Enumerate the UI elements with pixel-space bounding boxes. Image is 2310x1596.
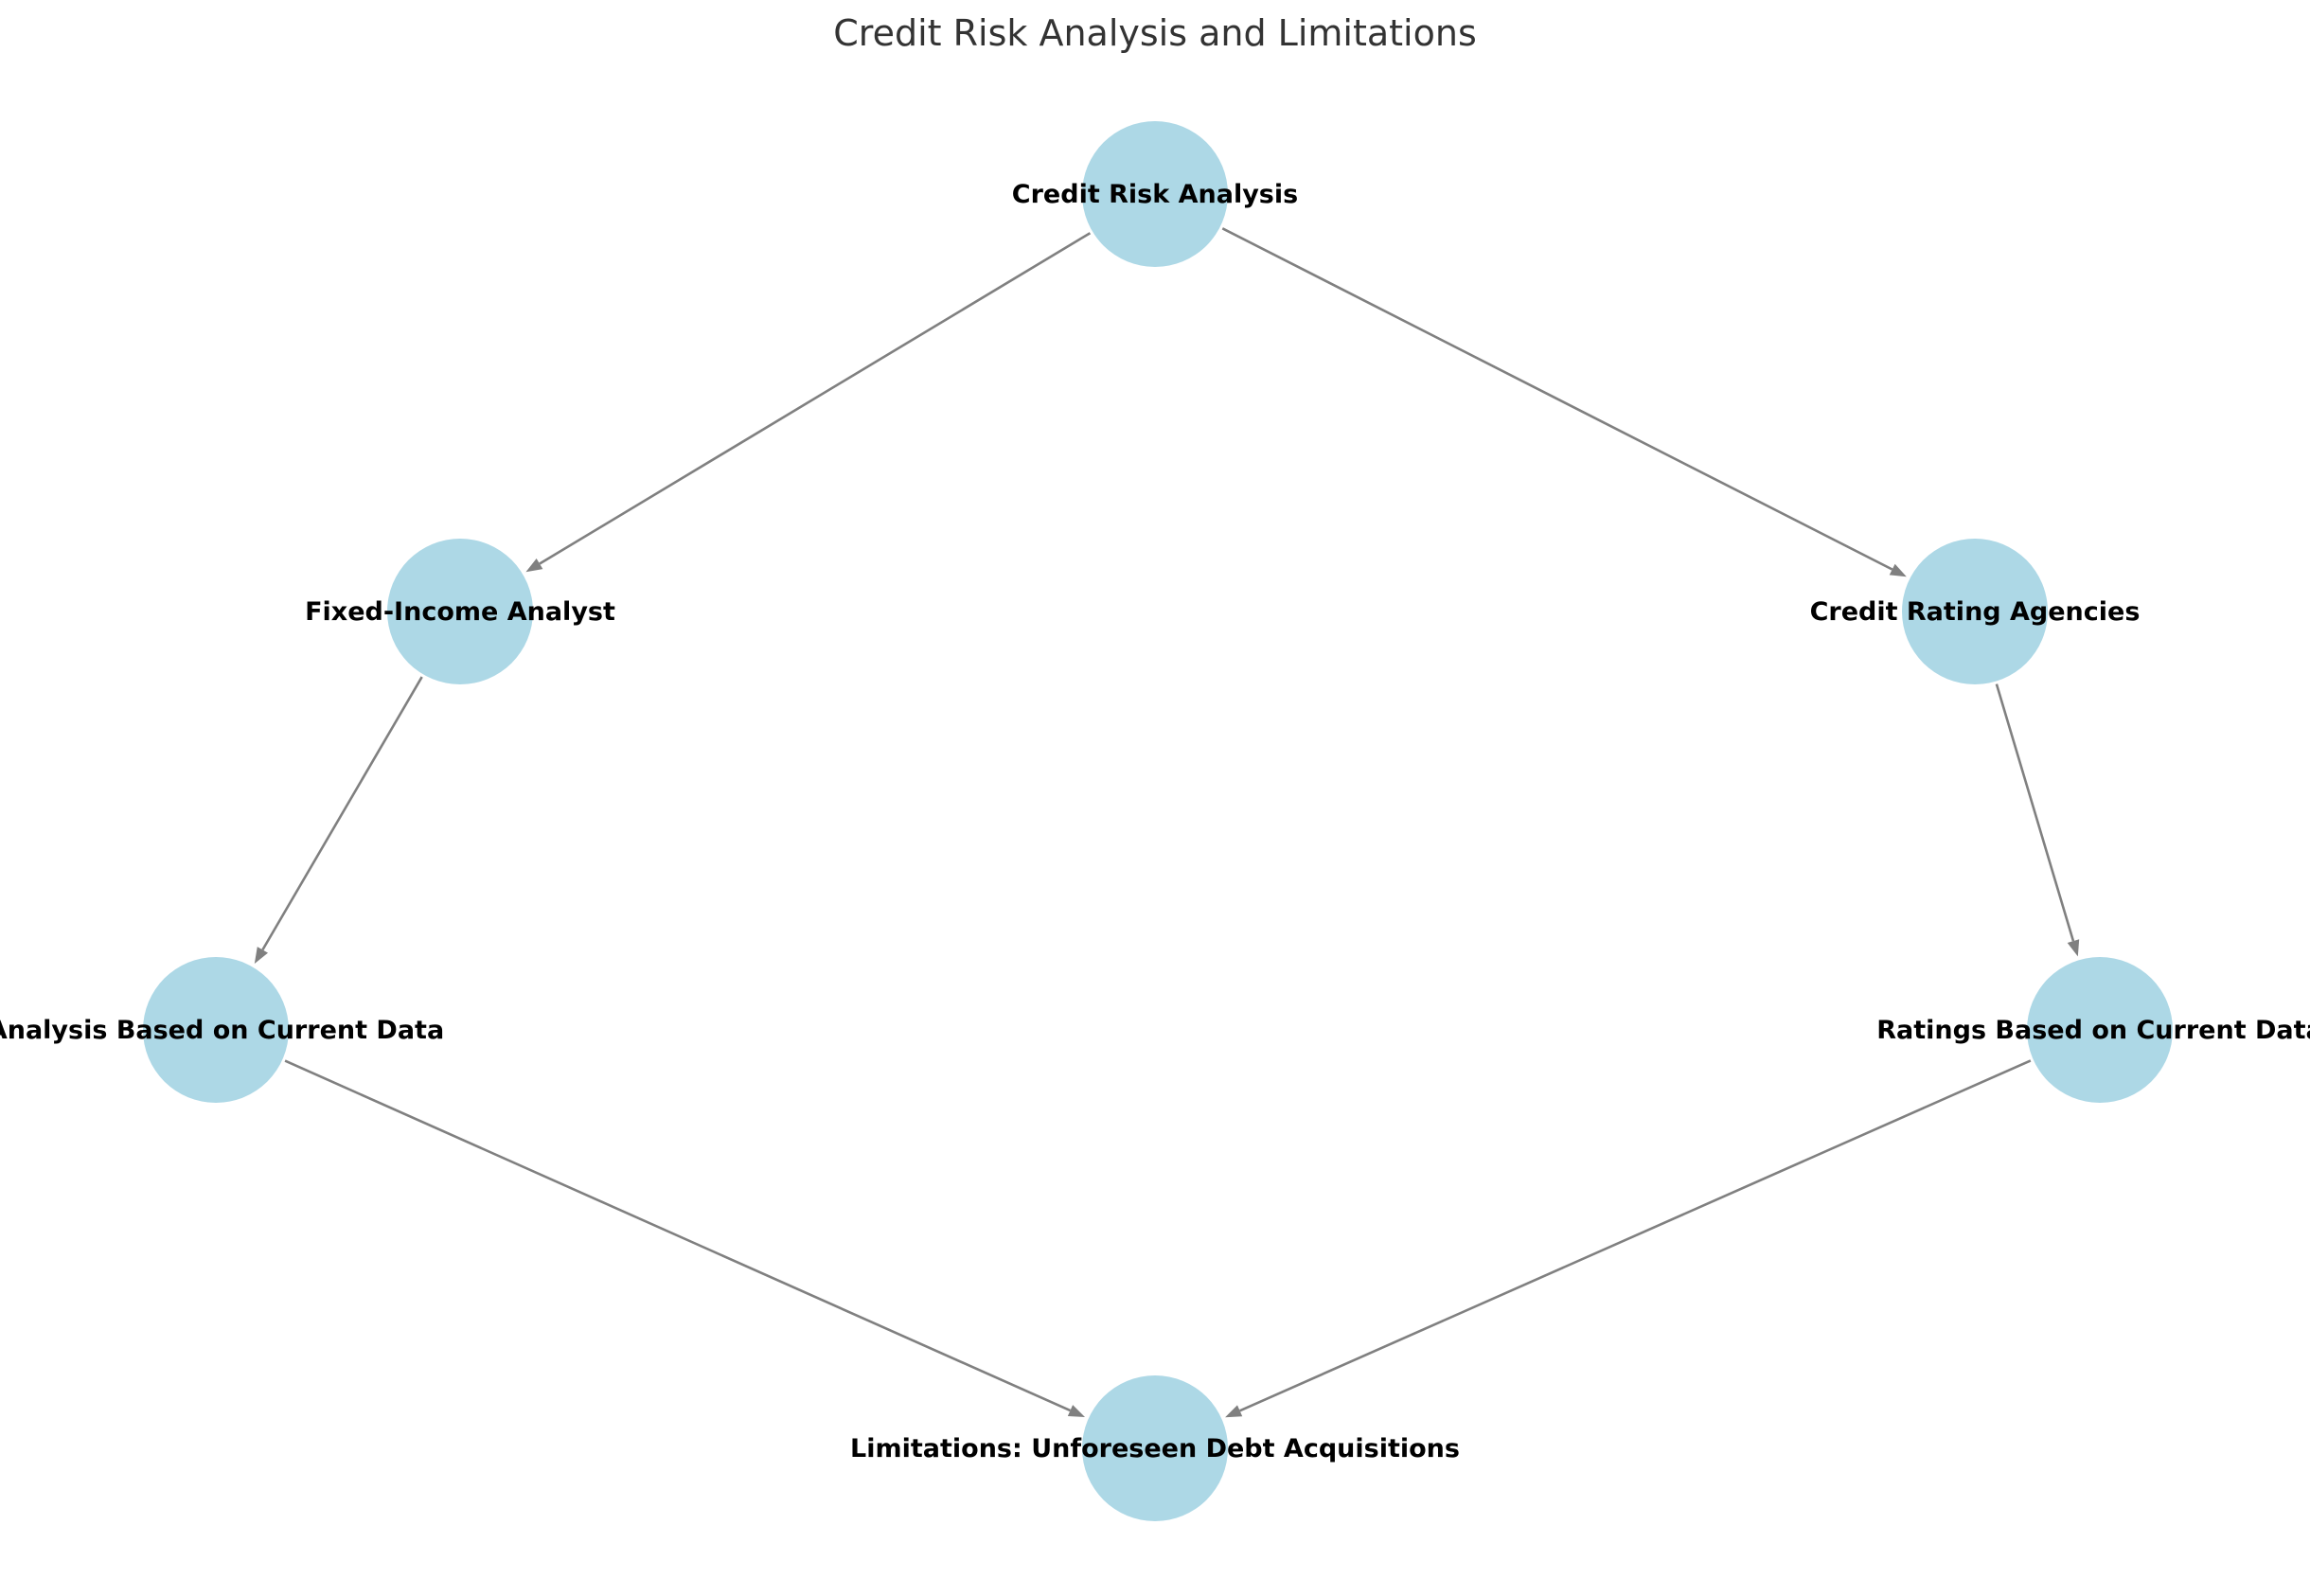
edge-line	[539, 232, 1092, 565]
arrowhead	[254, 947, 269, 965]
node-analysis-current-data: Analysis Based on Current Data	[0, 957, 444, 1103]
diagram-title: Credit Risk Analysis and Limitations	[833, 12, 1477, 54]
arrowhead	[1225, 1405, 1243, 1418]
edge-ratings-current-data-to-limitations	[1225, 1059, 2032, 1418]
edge-fixed-income-analyst-to-analysis-current-data	[254, 676, 423, 965]
node-label: Credit Rating Agencies	[1810, 597, 2141, 627]
node-label: Fixed-Income Analyst	[305, 597, 615, 627]
arrowhead	[525, 558, 543, 573]
edge-line	[261, 676, 423, 951]
edge-credit-rating-agencies-to-ratings-current-data	[1995, 683, 2080, 957]
node-label: Limitations: Unforeseen Debt Acquisition…	[850, 1434, 1460, 1463]
edge-credit-risk-analysis-to-fixed-income-analyst	[525, 232, 1092, 573]
edge-analysis-current-data-to-limitations	[284, 1059, 1086, 1418]
edge-line	[1221, 227, 1893, 571]
edge-line	[284, 1059, 1072, 1412]
node-circle	[387, 539, 533, 684]
node-label: Analysis Based on Current Data	[0, 1016, 444, 1045]
arrowhead	[1067, 1405, 1086, 1418]
edge-line	[1995, 683, 2075, 942]
node-label: Ratings Based on Current Data	[1876, 1016, 2310, 1045]
node-fixed-income-analyst: Fixed-Income Analyst	[305, 539, 615, 684]
edge-credit-risk-analysis-to-credit-rating-agencies	[1221, 227, 1907, 577]
edges-layer	[254, 227, 2080, 1418]
arrowhead	[2067, 939, 2080, 957]
node-circle	[1082, 1375, 1228, 1521]
node-credit-rating-agencies: Credit Rating Agencies	[1810, 539, 2141, 684]
node-ratings-current-data: Ratings Based on Current Data	[1876, 957, 2310, 1103]
node-circle	[143, 957, 289, 1103]
node-circle	[1902, 539, 2048, 684]
node-limitations: Limitations: Unforeseen Debt Acquisition…	[850, 1375, 1460, 1521]
node-label: Credit Risk Analysis	[1012, 180, 1298, 209]
edge-line	[1239, 1059, 2032, 1412]
node-circle	[2027, 957, 2173, 1103]
node-circle	[1082, 121, 1228, 267]
node-credit-risk-analysis: Credit Risk Analysis	[1012, 121, 1298, 267]
arrowhead	[1889, 563, 1907, 577]
